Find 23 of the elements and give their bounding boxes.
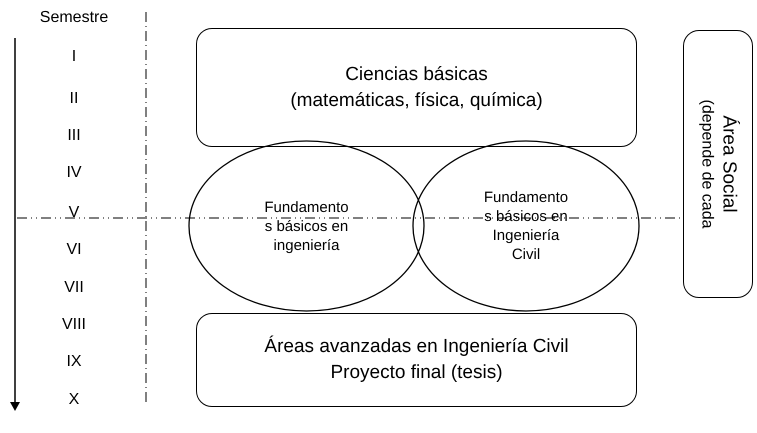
node-text: Ciencias básicas [345, 62, 488, 86]
ellipse-node [412, 140, 640, 312]
rounded-box [196, 28, 637, 147]
semester-label: I [72, 47, 76, 67]
semester-label: IV [66, 163, 82, 183]
semester-label: III [67, 126, 81, 146]
semester-label: VIII [62, 315, 86, 335]
ellipse-node [188, 140, 425, 312]
semester-label: VII [64, 278, 84, 298]
axis-title: Semestre [40, 8, 108, 28]
node-text: (depende de cada [697, 100, 716, 228]
semester-label: IX [66, 352, 82, 372]
semester-label: V [68, 203, 80, 223]
semester-label: II [70, 89, 78, 109]
rounded-box [196, 313, 637, 407]
node-text: Proyecto final (tesis) [330, 361, 503, 385]
node-text: Fundamento s básicos en ingeniería [263, 198, 350, 254]
node-text: (matemáticas, física, química) [290, 88, 543, 112]
semester-label: X [68, 390, 80, 410]
node-text: Áreas avanzadas en Ingeniería Civil [264, 334, 569, 359]
semester-label: VI [66, 240, 82, 260]
rounded-box [683, 30, 753, 298]
node-text: Área Social [717, 115, 740, 213]
